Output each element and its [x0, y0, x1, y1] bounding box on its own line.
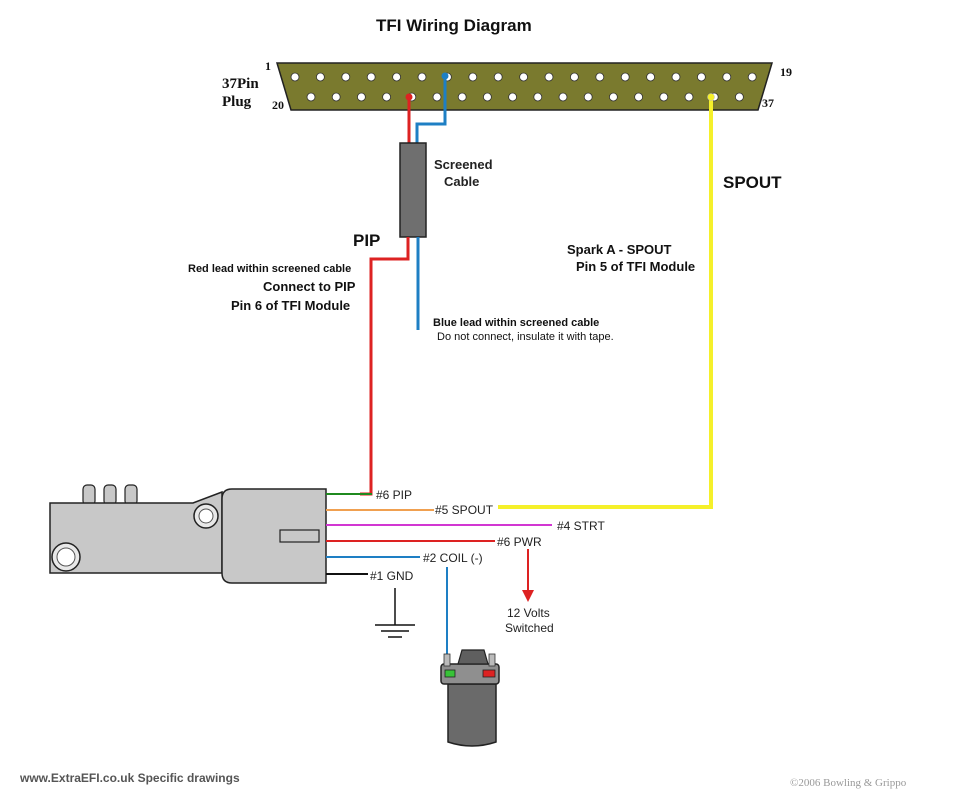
plug-hole: [366, 72, 376, 82]
pin6-pwr-label: #6 PWR: [497, 535, 542, 549]
spout-heading: SPOUT: [723, 173, 782, 192]
plug-pin-20-label: 20: [272, 98, 284, 112]
plug-hole: [747, 72, 757, 82]
plug-hole: [493, 72, 503, 82]
plug-hole: [634, 92, 643, 102]
pin2-coil-label: #2 COIL (-): [423, 551, 483, 565]
pin6-pip-label: #6 PIP: [376, 488, 412, 502]
plug-body: [275, 62, 774, 111]
plug-hole: [684, 92, 694, 102]
plug-hole: [609, 92, 618, 102]
plug-hole: [392, 72, 402, 82]
power-line2: Switched: [505, 621, 554, 635]
plug-hole: [735, 92, 744, 102]
plug-hole: [722, 72, 732, 82]
power-line1: 12 Volts: [507, 606, 550, 620]
ground-symbol-icon: [375, 588, 415, 638]
plug-hole: [544, 72, 554, 82]
plug-hole: [508, 92, 517, 102]
spout-note-line2: Pin 5 of TFI Module: [576, 259, 695, 274]
pip-heading: PIP: [353, 231, 380, 250]
plug-37pin: [275, 62, 774, 111]
arrow-down-icon: [522, 549, 534, 602]
plug-hole: [382, 92, 392, 102]
plug-hole: [457, 92, 467, 102]
pin4-strt-label: #4 STRT: [557, 519, 605, 533]
plug-pin-red-marker: [405, 93, 413, 101]
plug-hole: [659, 92, 669, 102]
red-wire-lower: [360, 237, 410, 496]
plug-label-line1: 37Pin: [222, 76, 259, 92]
plug-hole: [533, 92, 543, 102]
plug-hole: [417, 72, 427, 82]
plug-hole: [306, 92, 316, 102]
plug-pin-19-label: 19: [780, 65, 792, 79]
plug-hole: [331, 92, 341, 102]
plug-hole: [356, 92, 366, 102]
plug-hole: [671, 72, 681, 82]
plug-pin-1-label: 1: [265, 59, 271, 73]
plug-hole: [290, 72, 300, 82]
plug-hole: [570, 72, 579, 82]
plug-hole: [482, 92, 492, 102]
blue-lead-note-line2: Do not connect, insulate it with tape.: [437, 331, 614, 343]
plug-hole: [432, 92, 442, 102]
plug-pin-37-label: 37: [762, 96, 774, 110]
spout-note-line1: Spark A - SPOUT: [567, 242, 672, 257]
plug-hole: [646, 72, 655, 82]
pip-note-line2: Connect to PIP: [263, 279, 356, 294]
plug-hole: [697, 72, 706, 82]
cable-label-line2: Cable: [444, 174, 479, 189]
diagram-title: TFI Wiring Diagram: [376, 16, 532, 35]
footer-left: www.ExtraEFI.co.uk Specific drawings: [19, 771, 240, 785]
blue-lead-note-line1: Blue lead within screened cable: [433, 317, 599, 329]
plug-hole: [583, 92, 593, 102]
pip-note-line3: Pin 6 of TFI Module: [231, 298, 350, 313]
footer-right: ©2006 Bowling & Grippo: [790, 777, 907, 789]
yellow-spout-wire: [498, 98, 713, 509]
pin5-spout-label: #5 SPOUT: [435, 503, 494, 517]
plug-pin-blue-marker: [441, 72, 449, 80]
ignition-coil-icon: [440, 649, 500, 747]
plug-hole: [558, 92, 568, 102]
cable-label-line1: Screened: [434, 157, 493, 172]
plug-hole: [341, 72, 351, 82]
plug-pin-yellow-marker: [707, 93, 715, 101]
pin1-gnd-label: #1 GND: [370, 569, 414, 583]
tfi-module-icon: [49, 484, 327, 584]
plug-hole: [595, 72, 605, 82]
screened-cable: [399, 142, 427, 238]
pip-note-line1: Red lead within screened cable: [188, 263, 351, 275]
plug-label-line2: Plug: [222, 94, 252, 110]
plug-hole: [315, 72, 325, 82]
plug-hole: [620, 72, 630, 82]
plug-hole: [519, 72, 528, 82]
blue-wire-upper: [415, 78, 447, 144]
plug-hole: [468, 72, 478, 82]
